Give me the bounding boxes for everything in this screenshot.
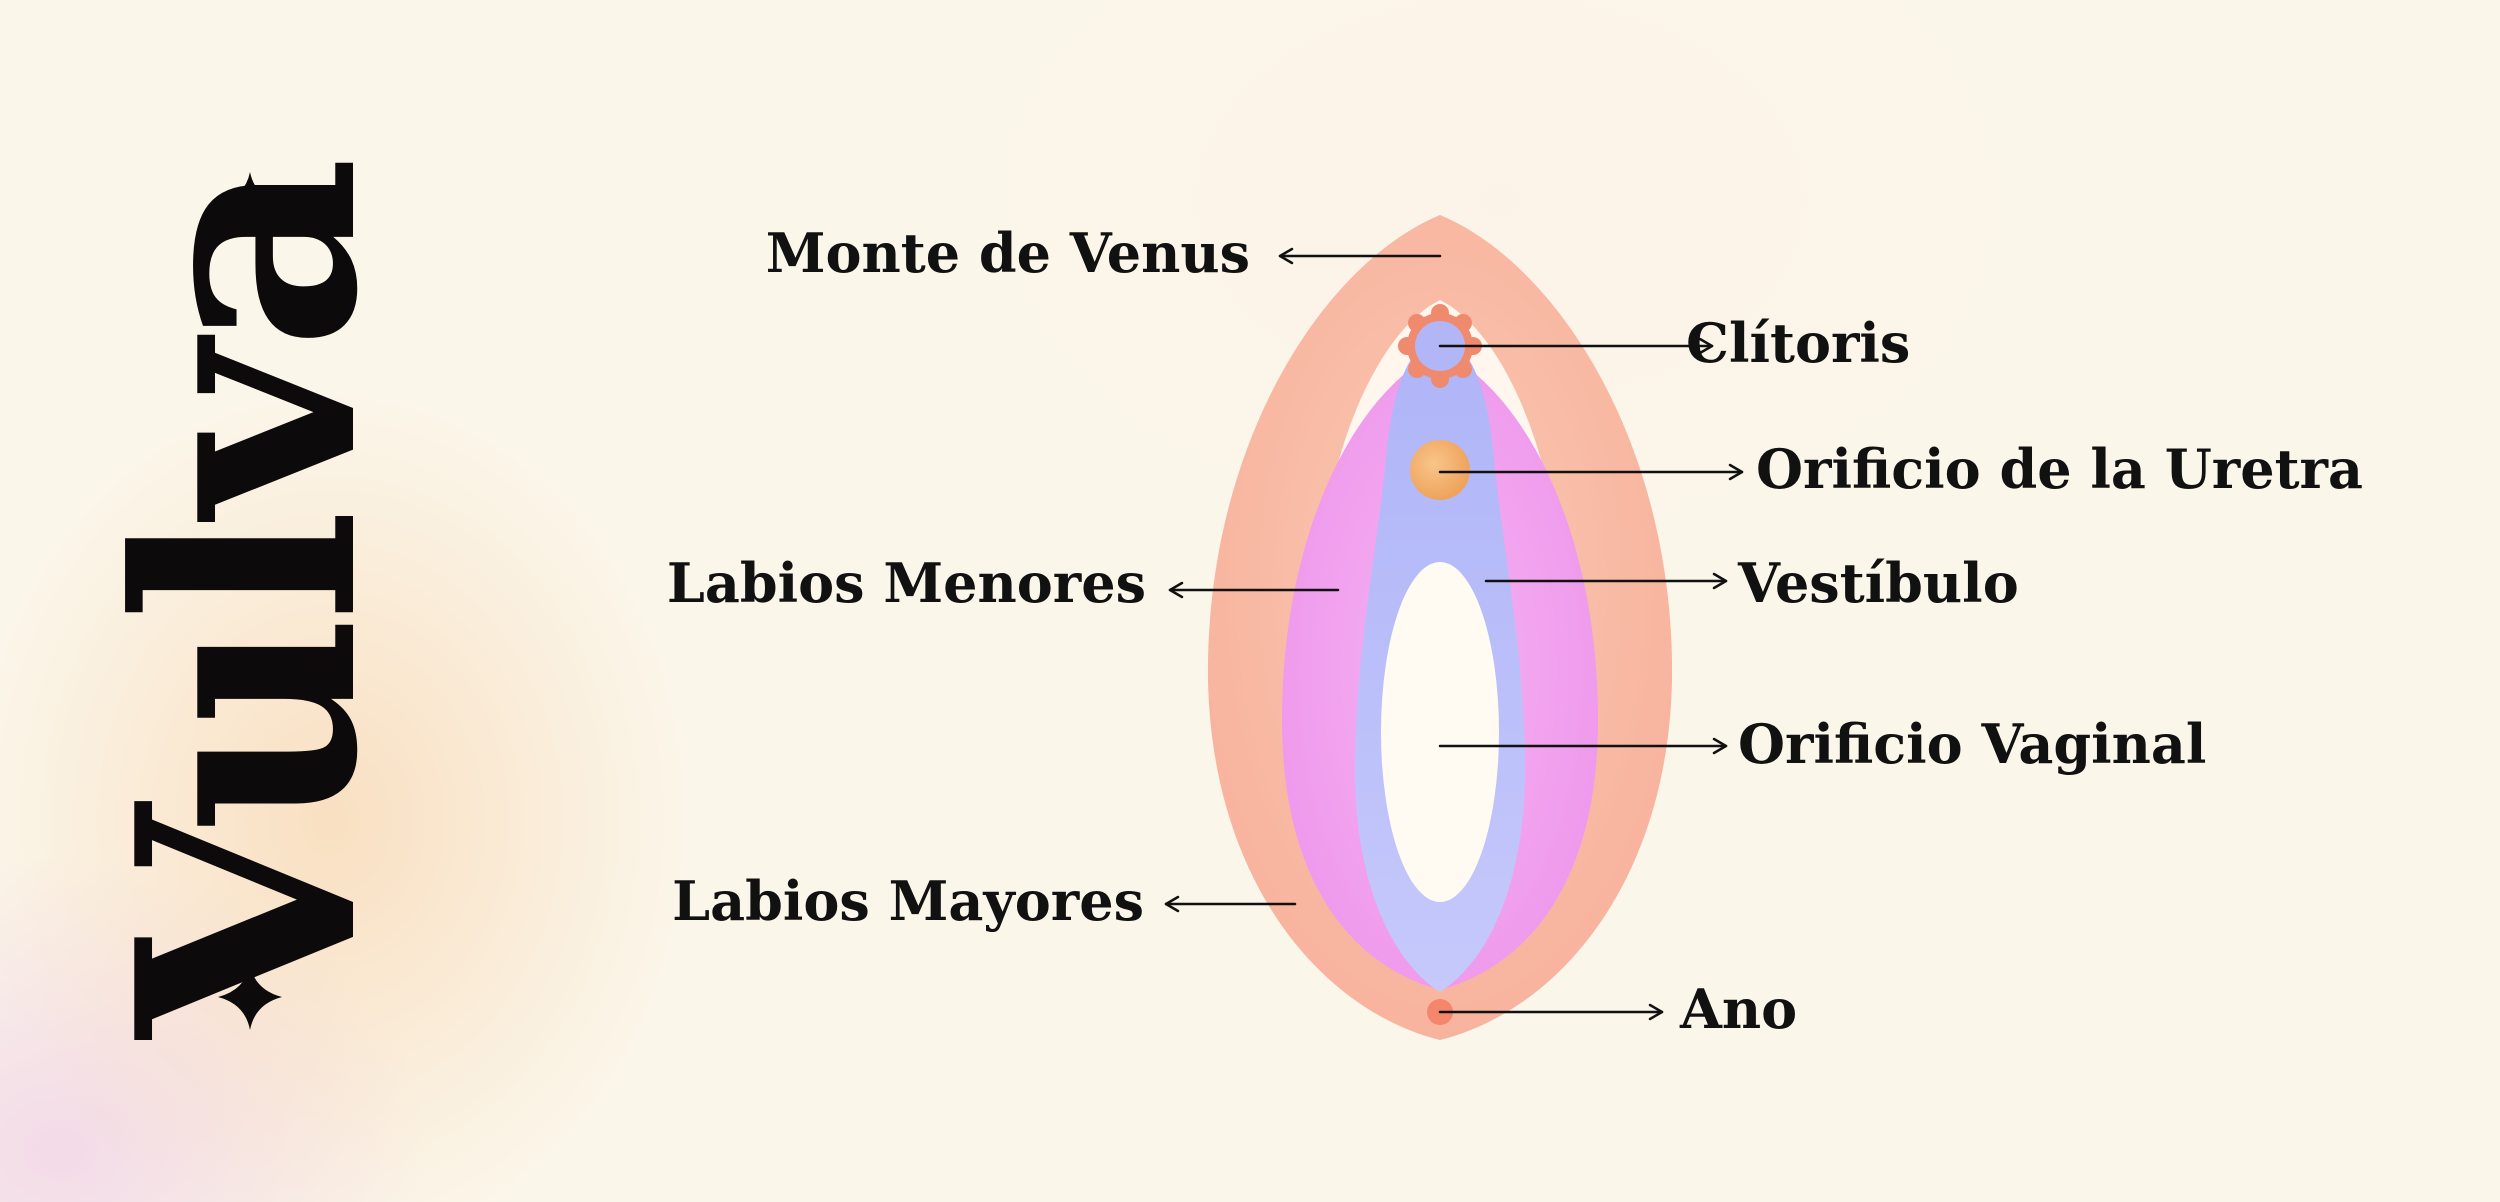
- vaginal-opening-shape: [1381, 562, 1499, 902]
- arrow-vaginal: [1438, 737, 1728, 755]
- label-clitoris: Clítoris: [1686, 311, 1910, 375]
- arrow-clitoris: [1438, 337, 1714, 355]
- label-vestibulo: Vestíbulo: [1737, 551, 2019, 615]
- arrow-ano: [1438, 1003, 1664, 1021]
- arrow-mayores: [1164, 895, 1297, 913]
- label-labios-mayores: Labios Mayores: [672, 869, 1144, 933]
- arrow-monte: [1278, 247, 1442, 265]
- label-labios-menores: Labios Menores: [667, 551, 1146, 615]
- label-orificio-uretra: Orificio de la Uretra: [1756, 437, 2363, 501]
- label-ano: Ano: [1679, 977, 1797, 1041]
- arrow-vestibulo: [1484, 572, 1728, 590]
- arrow-uretra: [1438, 463, 1744, 481]
- star-icon-bottom: [218, 965, 282, 1030]
- label-orificio-vaginal: Orificio Vaginal: [1738, 712, 2206, 776]
- star-icon-top: [218, 172, 282, 237]
- label-monte-de-venus: Monte de Venus: [766, 221, 1250, 285]
- urethra-shape: [1410, 440, 1470, 500]
- arrow-menores: [1168, 581, 1340, 599]
